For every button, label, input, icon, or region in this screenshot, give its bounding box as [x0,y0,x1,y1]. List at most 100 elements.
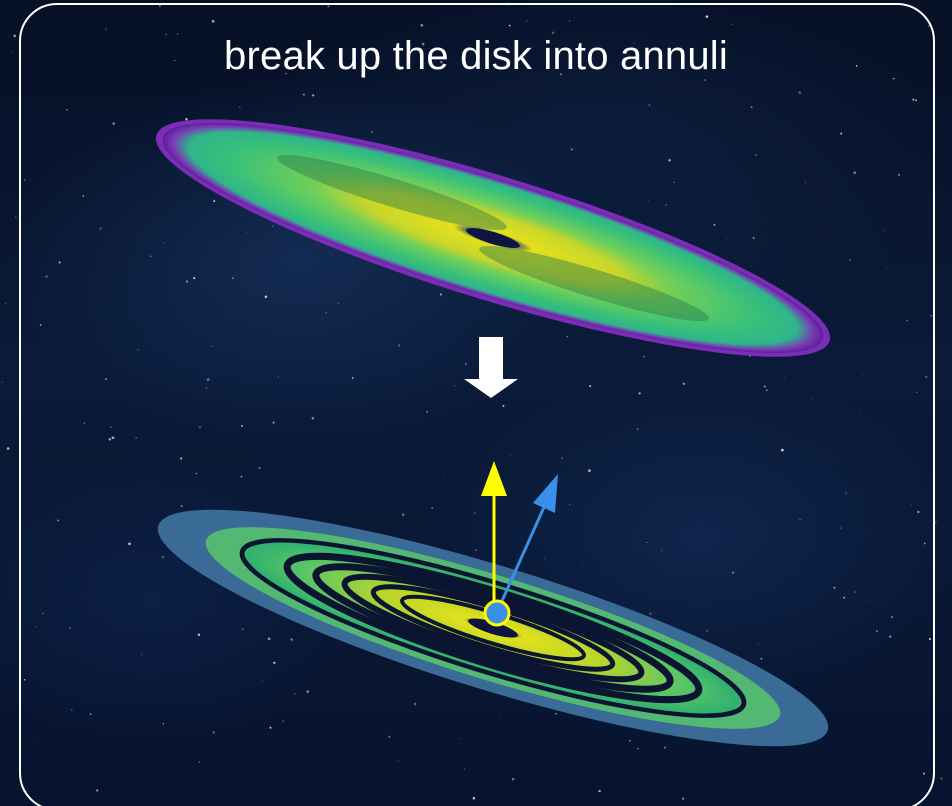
star [704,79,706,82]
star [111,436,115,440]
star [544,558,546,559]
star [643,355,645,358]
star [35,626,37,628]
star [757,643,759,645]
star [568,503,571,506]
star [649,612,652,615]
star [511,777,515,781]
star [636,428,639,431]
star [327,5,330,8]
star [58,261,61,264]
star [267,637,271,641]
disk-inner-hole [466,228,520,248]
star [158,4,161,7]
star [69,627,71,629]
star [934,521,937,524]
star [261,54,263,56]
star [647,200,649,201]
star [258,466,261,469]
star [402,343,403,345]
star [508,24,511,27]
star [212,731,215,734]
star [849,259,852,261]
star [99,227,102,230]
star [637,747,639,750]
star [460,738,462,739]
star [760,657,763,660]
star [915,391,918,394]
star [726,237,728,239]
star [454,385,456,387]
star [859,409,861,411]
star [646,542,648,543]
star [440,60,443,64]
star [765,152,767,153]
star [211,345,213,347]
disk-warp-shadow-right [479,245,709,322]
star [766,389,768,392]
star [6,447,10,450]
star [645,47,648,50]
star [705,15,709,18]
vertical-vector-arrow [481,461,507,612]
star [269,726,272,729]
star [205,387,207,389]
star [648,104,651,107]
star [105,28,107,30]
star [241,628,244,631]
star [583,563,585,565]
disk-warp-shadow-left [277,154,507,231]
star [910,504,912,506]
star [197,633,201,637]
star [568,20,571,22]
star [23,679,26,681]
star [912,98,915,101]
star [110,426,112,429]
star [682,382,685,385]
star [302,93,305,96]
star [42,612,44,614]
star [928,637,931,641]
star [4,302,7,305]
star [135,437,137,439]
star [108,438,112,441]
star [472,796,476,800]
tilted-vector-arrow [495,474,558,613]
star [23,179,26,182]
star [866,600,867,601]
star [805,182,806,184]
star [731,571,735,574]
star [39,324,42,326]
star [915,99,917,102]
star [589,385,592,388]
star [180,457,183,460]
center-point [483,599,511,627]
star [311,417,315,420]
star [104,378,108,381]
star [781,448,784,452]
star [213,200,216,203]
slide-title: break up the disk into annuli [224,34,728,78]
star [598,789,601,793]
star [705,629,709,632]
star [57,519,60,522]
star [444,476,446,478]
star [162,723,164,725]
star [526,20,528,22]
star [206,378,210,381]
star [137,349,139,351]
slide-frame [19,3,935,806]
star [306,690,309,693]
star [475,549,478,552]
star [285,72,287,75]
star [163,242,165,244]
star [91,105,93,106]
star [628,739,631,742]
star [96,789,99,792]
star [925,375,928,378]
continuous-disk [155,119,831,357]
star [271,225,274,227]
star [732,24,733,26]
down-arrow-icon [464,337,518,398]
